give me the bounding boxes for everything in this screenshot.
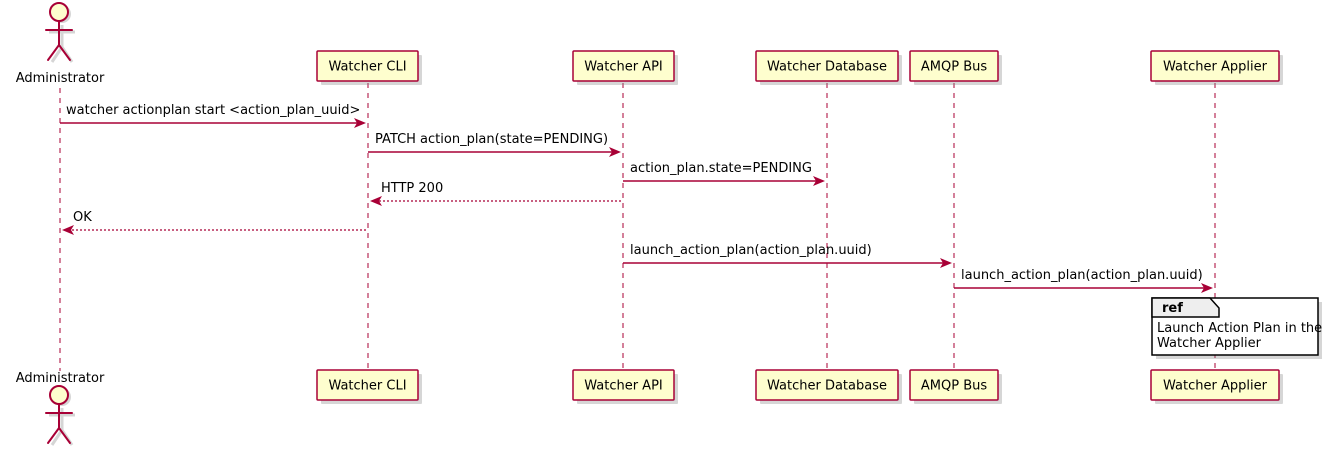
- message-6-launch-action-plan-api-to-bus[interactable]: launch_action_plan(action_plan.uuid): [623, 243, 952, 268]
- participant-box-watcher-database-bottom[interactable]: Watcher Database: [755, 369, 902, 404]
- participant-box-rect: [909, 50, 999, 82]
- actor-label-administrator-top: Administrator: [16, 71, 105, 86]
- participant-box-amqp-bus-bottom[interactable]: AMQP Bus: [909, 369, 1002, 404]
- participant-label-watcher-api-top: Watcher API: [584, 60, 663, 75]
- ref-text-line-2: Watcher Applier: [1157, 336, 1262, 351]
- actor-figure-icon-bottom: [45, 385, 75, 446]
- participant-box-watcher-applier-top[interactable]: Watcher Applier: [1150, 50, 1283, 85]
- arrowhead-right-icon: [354, 118, 366, 128]
- participant-box-rect: [316, 50, 419, 82]
- message-3-action-plan-state-pending[interactable]: action_plan.state=PENDING: [623, 161, 825, 186]
- arrowhead-left-icon: [62, 225, 74, 235]
- participant-label-watcher-cli-bottom: Watcher CLI: [328, 379, 406, 394]
- participant-label-watcher-cli-top: Watcher CLI: [328, 60, 406, 75]
- participant-box-rect: [572, 50, 675, 82]
- actor-label-administrator-bottom: Administrator: [16, 371, 105, 386]
- participant-box-rect: [1150, 50, 1280, 82]
- actor-figure-icon: [45, 2, 75, 63]
- message-label-3: action_plan.state=PENDING: [630, 161, 812, 176]
- arrowhead-left-icon: [370, 196, 382, 206]
- message-label-7: launch_action_plan(action_plan.uuid): [961, 268, 1203, 283]
- participant-label-amqp-bus-top: AMQP Bus: [921, 60, 987, 75]
- message-label-2: PATCH action_plan(state=PENDING): [375, 132, 608, 147]
- message-7-launch-action-plan-bus-to-applier[interactable]: launch_action_plan(action_plan.uuid): [954, 268, 1213, 293]
- participant-box-watcher-database-top[interactable]: Watcher Database: [755, 50, 902, 85]
- participant-box-watcher-api-top[interactable]: Watcher API: [572, 50, 678, 85]
- participant-box-rect: [1150, 369, 1280, 401]
- arrowhead-right-icon: [1201, 283, 1213, 293]
- ref-fragment[interactable]: ref Launch Action Plan in the Watcher Ap…: [1151, 297, 1322, 359]
- message-label-4: HTTP 200: [381, 181, 443, 196]
- arrowhead-right-icon: [813, 176, 825, 186]
- arrowhead-right-icon: [609, 147, 621, 157]
- participant-box-rect: [572, 369, 675, 401]
- actor-administrator-bottom[interactable]: Administrator: [16, 371, 105, 446]
- message-4-http-200[interactable]: HTTP 200: [370, 181, 621, 206]
- message-2-patch-action-plan[interactable]: PATCH action_plan(state=PENDING): [368, 132, 621, 157]
- message-1-watcher-actionplan-start[interactable]: watcher actionplan start <action_plan_uu…: [60, 103, 366, 128]
- participant-box-rect: [755, 369, 899, 401]
- participant-label-amqp-bus-bottom: AMQP Bus: [921, 379, 987, 394]
- participant-label-watcher-database-top: Watcher Database: [767, 60, 887, 75]
- participant-label-watcher-applier-bottom: Watcher Applier: [1163, 379, 1268, 394]
- participant-box-amqp-bus-top[interactable]: AMQP Bus: [909, 50, 1002, 85]
- lifelines-group: [59, 83, 1216, 371]
- ref-box-body: [1151, 297, 1319, 356]
- participant-box-watcher-api-bottom[interactable]: Watcher API: [572, 369, 678, 404]
- ref-tab-label: ref: [1162, 301, 1183, 316]
- message-5-ok[interactable]: OK: [62, 210, 366, 235]
- participant-label-watcher-applier-top: Watcher Applier: [1163, 60, 1268, 75]
- participant-label-watcher-api-bottom: Watcher API: [584, 379, 663, 394]
- participant-box-watcher-applier-bottom[interactable]: Watcher Applier: [1150, 369, 1283, 404]
- participant-box-watcher-cli-top[interactable]: Watcher CLI: [316, 50, 422, 85]
- message-label-5: OK: [73, 210, 92, 225]
- actor-administrator-top[interactable]: Administrator: [16, 2, 105, 86]
- participant-label-watcher-database-bottom: Watcher Database: [767, 379, 887, 394]
- participant-box-rect: [316, 369, 419, 401]
- participant-box-rect: [755, 50, 899, 82]
- ref-tab-shape: [1151, 297, 1220, 318]
- ref-text-line-1: Launch Action Plan in the: [1157, 321, 1322, 336]
- message-label-1: watcher actionplan start <action_plan_uu…: [66, 103, 360, 118]
- message-label-6: launch_action_plan(action_plan.uuid): [630, 243, 872, 258]
- arrowhead-right-icon: [940, 258, 952, 268]
- participant-box-watcher-cli-bottom[interactable]: Watcher CLI: [316, 369, 422, 404]
- participant-box-rect: [909, 369, 999, 401]
